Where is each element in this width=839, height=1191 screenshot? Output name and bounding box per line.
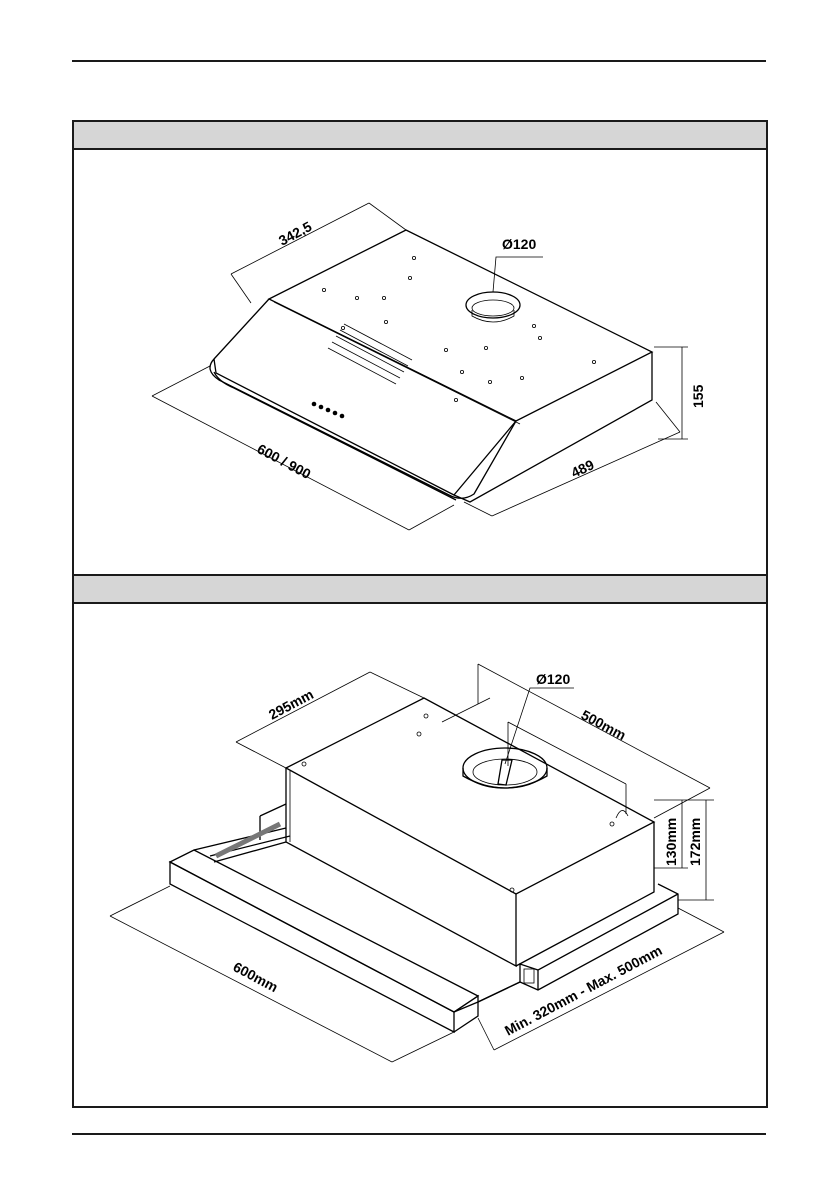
dimension-lines (151, 202, 688, 531)
vent-slots (327, 323, 413, 385)
mounting-holes (301, 713, 615, 893)
drawer-rail (214, 821, 282, 859)
dim-depth-top: 342,5 (276, 218, 315, 249)
dim-body-height: 130mm (663, 818, 679, 866)
header-band-1 (74, 122, 766, 150)
hood-diagram-1: 342,5 Ø120 155 600 / 900 489 (151, 202, 706, 531)
mounting-holes (321, 256, 597, 402)
dim-height: 155 (690, 384, 706, 408)
dim-total-height: 172mm (687, 818, 703, 866)
cable-notch (615, 810, 629, 819)
duct-collar (465, 291, 521, 323)
dimension-lines (109, 663, 725, 1063)
dim-width: 600mm (231, 959, 281, 996)
diagram-panel-2: 295mm Ø120 500mm 130mm 172mm 600mm Min. … (74, 604, 766, 1106)
figure-frame: 342,5 Ø120 155 600 / 900 489 (72, 120, 768, 1108)
control-buttons (311, 401, 345, 419)
bottom-rule (72, 1133, 766, 1135)
hood-diagram-2: 295mm Ø120 500mm 130mm 172mm 600mm Min. … (109, 663, 725, 1063)
dim-duct-diameter: Ø120 (502, 236, 536, 252)
hood-body-outline (209, 229, 654, 503)
dim-width: 600 / 900 (255, 441, 314, 483)
dim-depth-side: 489 (569, 456, 597, 480)
top-rule (72, 60, 766, 62)
drawer-outline (168, 803, 679, 1034)
dim-duct-offset: 500mm (579, 707, 629, 744)
dim-duct-diameter: Ø120 (536, 671, 570, 687)
diagram-panel-1: 342,5 Ø120 155 600 / 900 489 (74, 150, 766, 574)
dim-extension-range: Min. 320mm - Max. 500mm (502, 942, 665, 1039)
telescopic-body-outline (284, 697, 656, 968)
header-band-2 (74, 574, 766, 604)
duct-collar (462, 747, 548, 789)
